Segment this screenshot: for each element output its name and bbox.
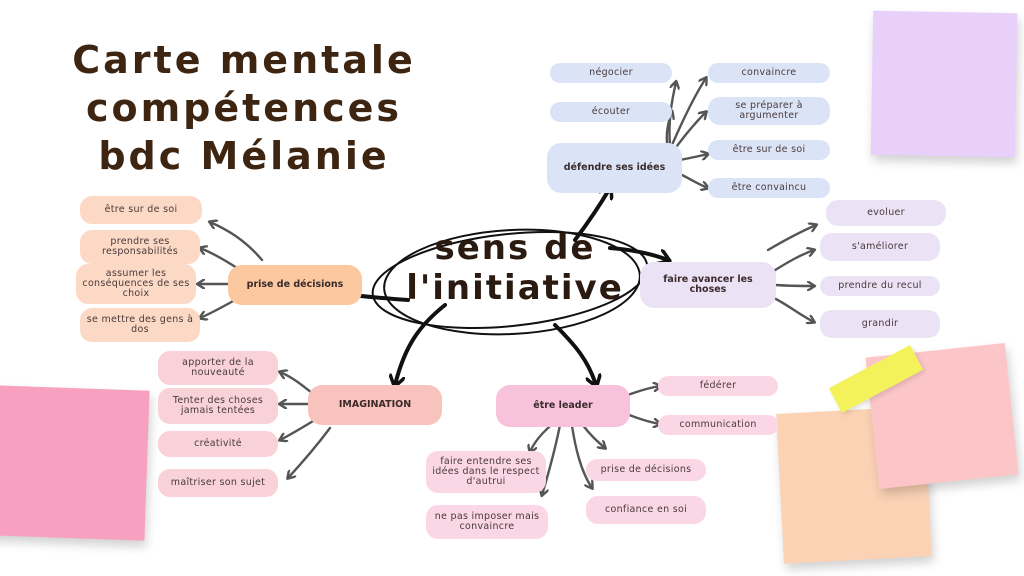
leaf-etre-sur-de-soi-left: être sur de soi (80, 196, 202, 224)
hub-faire-avancer: faire avancer les choses (640, 262, 776, 308)
leaf-assumer-les-consequences: assumer les conséquences de ses choix (76, 264, 196, 304)
central-topic: sens de l'initiative (400, 228, 630, 308)
leaf-argumenter: se préparer à argumenter (708, 97, 830, 125)
hub-etre-leader: être leader (496, 385, 630, 427)
hub-prise-de-decisions: prise de décisions (228, 265, 362, 305)
title-line-1: Carte mentale (72, 38, 416, 82)
leaf-faire-entendre-ses-idees: faire entendre ses idées dans le respect… (426, 451, 546, 493)
leaf-prendre-du-recul: prendre du recul (820, 276, 940, 296)
leaf-etre-sur-de-soi: être sur de soi (708, 140, 830, 160)
leaf-communication: communication (658, 415, 778, 435)
hub-imagination: IMAGINATION (308, 385, 442, 425)
central-topic-line-1: sens de (434, 228, 596, 268)
hub-defendre-ses-idees: défendre ses idées (547, 143, 682, 193)
leaf-ne-pas-imposer: ne pas imposer mais convaincre (426, 505, 548, 539)
leaf-tenter-des-choses: Tenter des choses jamais tentées (158, 388, 278, 424)
leaf-grandir: grandir (820, 310, 940, 338)
title-line-2: compétences (85, 86, 403, 130)
leaf-federer: fédérer (658, 376, 778, 396)
central-topic-line-2: l'initiative (406, 268, 624, 308)
leaf-negocier: négocier (550, 63, 672, 83)
leaf-confiance-en-soi: confiance en soi (586, 496, 706, 524)
leaf-maitriser-son-sujet: maîtriser son sujet (158, 469, 278, 497)
leaf-apporter-de-la-nouveaute: apporter de la nouveauté (158, 351, 278, 385)
leaf-prendre-ses-responsabilites: prendre ses responsabilités (80, 230, 200, 264)
leaf-convaincre: convaincre (708, 63, 830, 83)
leaf-prise-de-decisions: prise de décisions (586, 459, 706, 481)
leaf-creativite: créativité (158, 431, 278, 457)
leaf-s-ameliorer: s'améliorer (820, 233, 940, 261)
leaf-ecouter: écouter (550, 102, 672, 122)
leaf-evoluer: evoluer (826, 200, 946, 226)
page-title: Carte mentale compétences bdc Mélanie (64, 36, 424, 180)
title-line-3: bdc Mélanie (98, 134, 390, 178)
leaf-se-mettre-des-gens-a-dos: se mettre des gens à dos (80, 308, 200, 342)
leaf-etre-convaincu: être convaincu (708, 178, 830, 198)
